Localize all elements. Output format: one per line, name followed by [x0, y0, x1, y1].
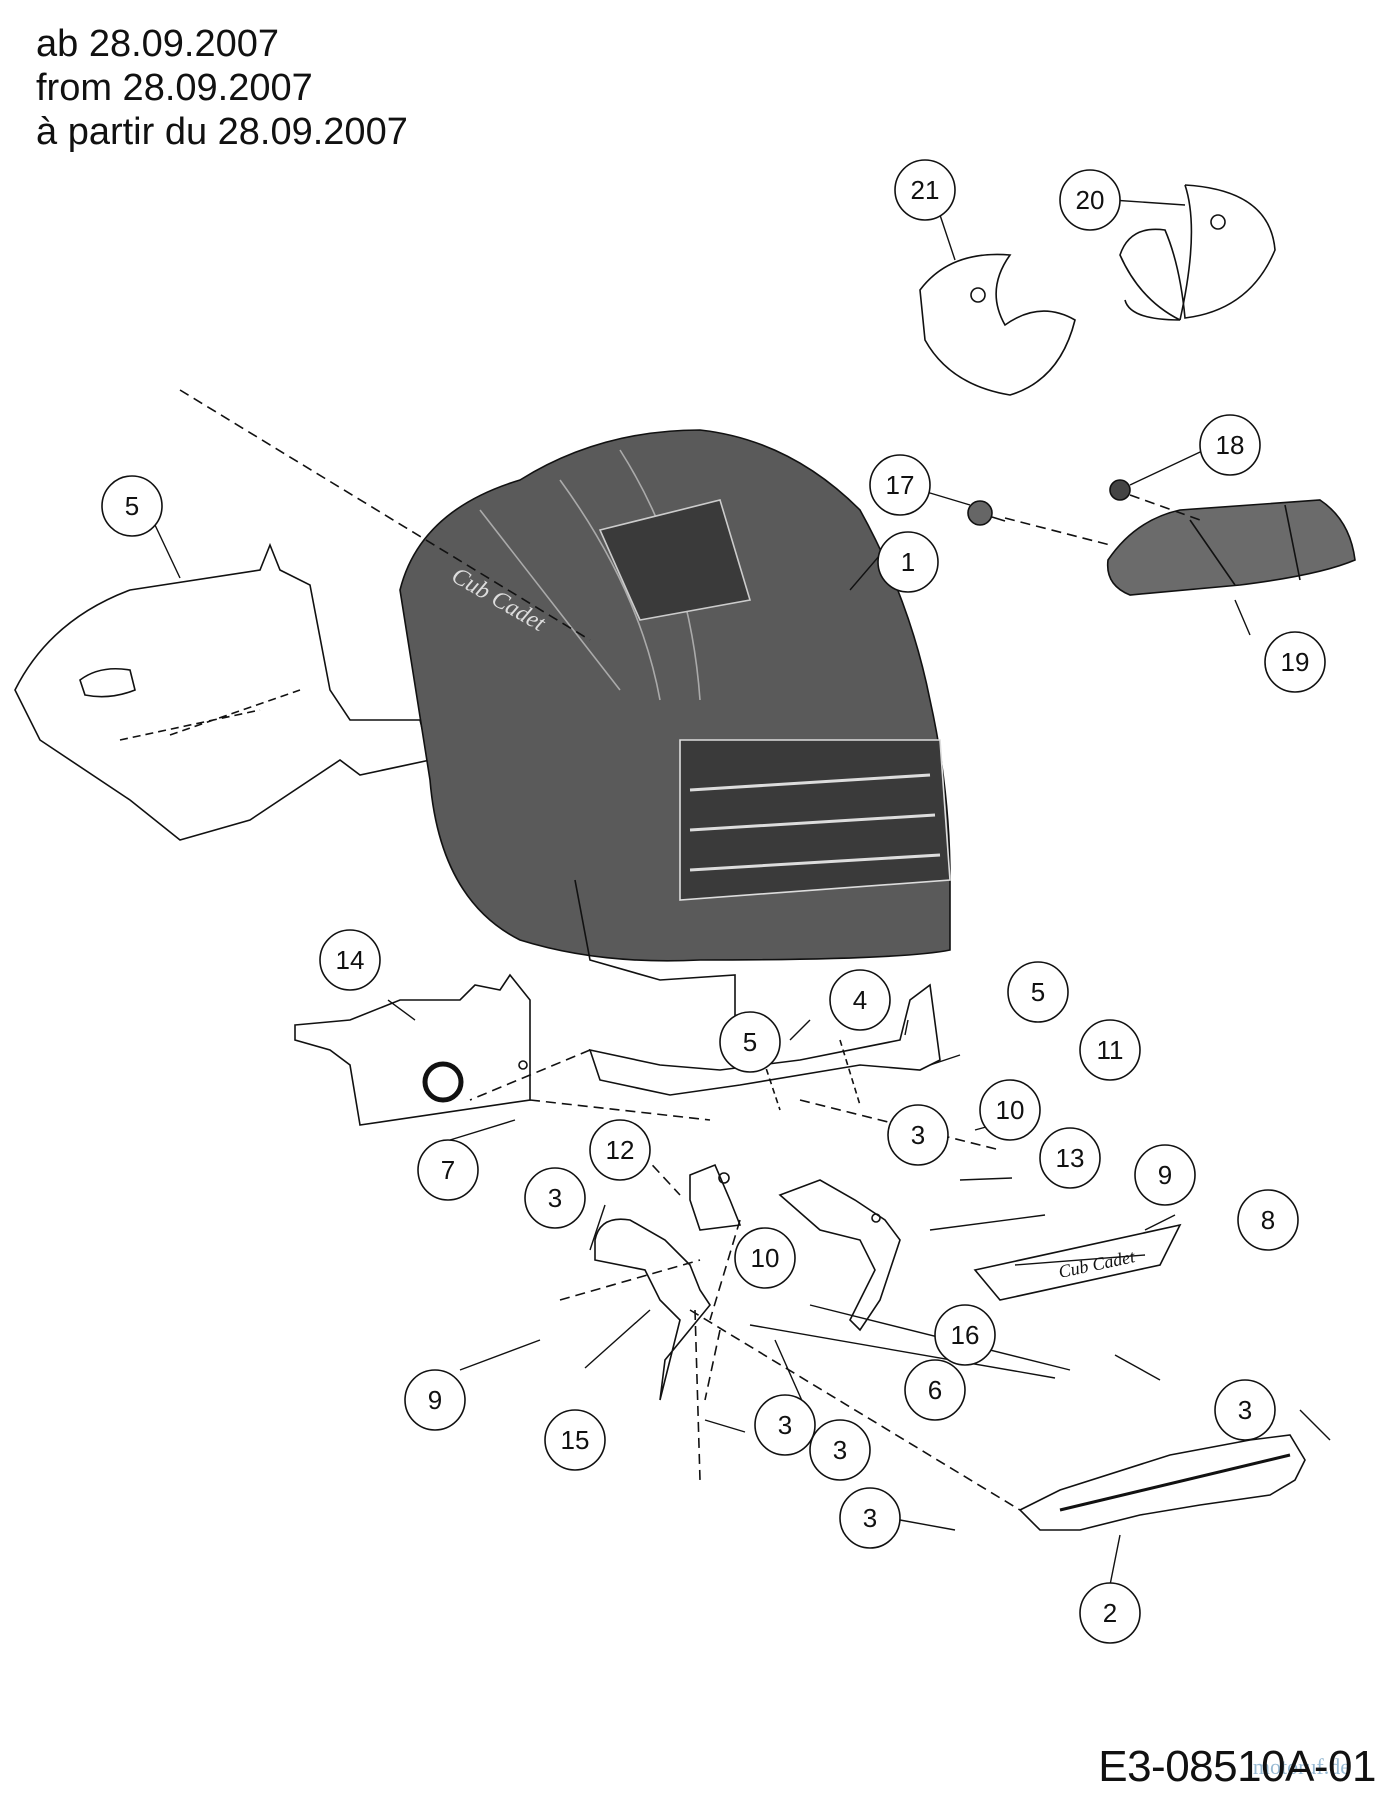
svg-text:11: 11 [1097, 1035, 1124, 1065]
leader-lines [154, 199, 1331, 1586]
svg-text:12: 12 [606, 1135, 635, 1165]
svg-text:21: 21 [911, 175, 940, 205]
callout-19: 19 [1264, 631, 1326, 693]
callout-8: 8 [1237, 1189, 1299, 1251]
svg-text:9: 9 [428, 1385, 442, 1415]
callout-11: 11 [1079, 1019, 1141, 1081]
svg-text:2: 2 [1103, 1598, 1117, 1628]
callout-5-left: 5 [101, 475, 163, 537]
knob-part-18 [1109, 479, 1131, 501]
date-label-german: ab 28.09.2007 [36, 23, 280, 65]
svg-text:19: 19 [1281, 647, 1310, 677]
callout-16: 16 [934, 1304, 996, 1366]
callout-3-center: 3 [754, 1394, 816, 1456]
callout-3-bottom: 3 [839, 1487, 901, 1549]
callout-6: 6 [904, 1359, 966, 1421]
callout-12: 12 [589, 1119, 651, 1181]
decal-part-21 [919, 253, 1076, 396]
callout-5-middle: 5 [719, 1011, 781, 1073]
svg-text:20: 20 [1076, 185, 1105, 215]
svg-text:8: 8 [1261, 1205, 1275, 1235]
svg-text:3: 3 [833, 1435, 847, 1465]
latch-part-12 [689, 1163, 742, 1231]
callout-1: 1 [877, 531, 939, 593]
knob-part-17 [967, 500, 1006, 526]
callout-3-upper-right: 3 [887, 1104, 949, 1166]
watermark: motoruf.de [1252, 1754, 1350, 1779]
svg-text:1: 1 [901, 547, 915, 577]
bracket-part-16 [778, 1179, 901, 1332]
date-label-french: à partir du 28.09.2007 [36, 111, 408, 153]
callout-3-left: 3 [524, 1167, 586, 1229]
svg-text:3: 3 [778, 1410, 792, 1440]
callout-17: 17 [869, 454, 931, 516]
callout-3-center-lower: 3 [809, 1419, 871, 1481]
hood-insert-part-19 [1106, 499, 1356, 596]
svg-text:3: 3 [548, 1183, 562, 1213]
svg-text:10: 10 [996, 1095, 1025, 1125]
assembly-lines [179, 389, 1201, 1511]
svg-text:9: 9 [1158, 1160, 1172, 1190]
callout-13: 13 [1039, 1127, 1101, 1189]
svg-text:4: 4 [853, 985, 867, 1015]
callout-9-left: 9 [404, 1369, 466, 1431]
callout-4: 4 [829, 969, 891, 1031]
svg-text:10: 10 [751, 1243, 780, 1273]
callout-21: 21 [894, 159, 956, 221]
svg-text:17: 17 [886, 470, 915, 500]
svg-text:5: 5 [125, 491, 139, 521]
svg-text:15: 15 [561, 1425, 590, 1455]
decal-part-20 [1119, 184, 1276, 321]
bumper-part-2 [1018, 1434, 1306, 1531]
hood-skirt [574, 879, 736, 1020]
svg-text:5: 5 [1031, 977, 1045, 1007]
svg-text:14: 14 [336, 945, 365, 975]
callout-3-bottom-right: 3 [1214, 1379, 1276, 1441]
svg-text:18: 18 [1216, 430, 1245, 460]
callout-10-upper: 10 [979, 1079, 1041, 1141]
callout-7: 7 [417, 1139, 479, 1201]
svg-text:7: 7 [441, 1155, 455, 1185]
grille-plate-part-8: Cub Cadet [973, 1223, 1182, 1301]
dash-panel-part-5-left [14, 542, 431, 841]
callout-14: 14 [319, 929, 381, 991]
svg-text:13: 13 [1056, 1143, 1085, 1173]
callout-5-right-top: 5 [1007, 961, 1069, 1023]
support-part-15 [594, 1218, 711, 1401]
svg-text:3: 3 [911, 1120, 925, 1150]
svg-text:16: 16 [951, 1320, 980, 1350]
callout-15: 15 [544, 1409, 606, 1471]
callout-18: 18 [1199, 414, 1261, 476]
svg-text:5: 5 [743, 1027, 757, 1057]
bracket-part-14 [294, 973, 531, 1126]
drawing-code: E3-08510A-01 [1098, 1742, 1376, 1791]
callout-10-lower: 10 [734, 1227, 796, 1289]
hood-part-1: Cub Cadet [399, 429, 951, 962]
svg-text:6: 6 [928, 1375, 942, 1405]
date-label-english: from 28.09.2007 [36, 67, 313, 109]
svg-text:3: 3 [863, 1503, 877, 1533]
callout-9-right: 9 [1134, 1144, 1196, 1206]
svg-text:3: 3 [1238, 1395, 1252, 1425]
callout-2: 2 [1079, 1582, 1141, 1644]
callout-20: 20 [1059, 169, 1121, 231]
